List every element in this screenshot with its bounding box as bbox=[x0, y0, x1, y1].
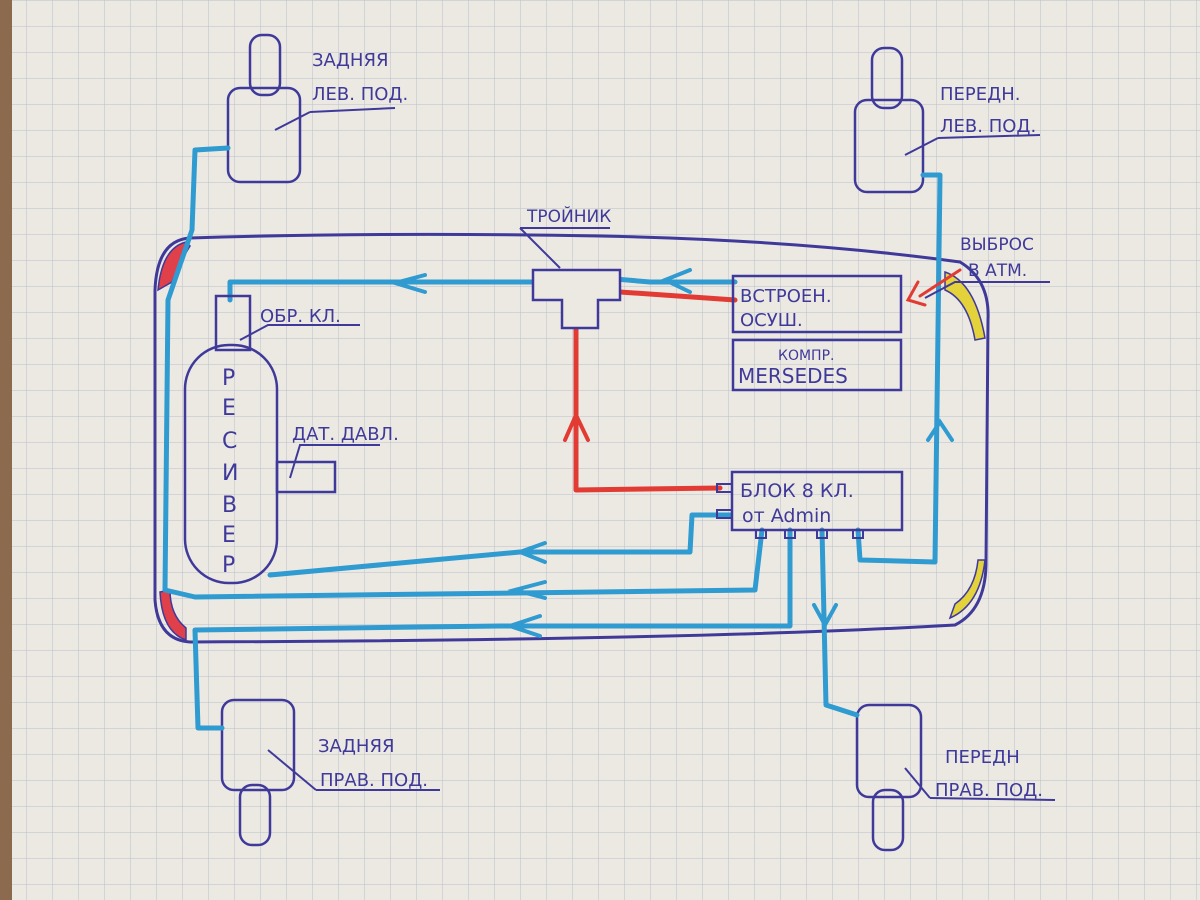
compressor-label-1: КОМПР. bbox=[778, 348, 834, 364]
leader-front-left bbox=[937, 134, 1041, 139]
valve-block-label-2: от Admin bbox=[742, 505, 831, 527]
front-left-air-bag bbox=[853, 46, 939, 194]
front-right-air-bag bbox=[855, 703, 931, 852]
pressure-sensor-label: ДАТ. ДАВЛ. bbox=[292, 424, 399, 445]
rear-right-fender-mark bbox=[159, 589, 187, 642]
front-left-label-1: ПЕРЕДН. bbox=[940, 84, 1020, 105]
receiver-letter: В bbox=[222, 493, 237, 518]
line-front-left bbox=[855, 172, 943, 565]
compressor-dryer-unit bbox=[731, 274, 903, 392]
exhaust-label-2: В АТМ. bbox=[968, 261, 1027, 281]
line-tee-to-check-valve bbox=[227, 279, 538, 303]
front-right-label-1: ПЕРЕДН bbox=[945, 747, 1020, 768]
line-compressor-to-tee bbox=[617, 289, 738, 303]
front-right-label-2: ПРАВ. ПОД. bbox=[935, 780, 1043, 801]
receiver-label: Р Е С И В Е Р bbox=[222, 366, 238, 578]
rear-right-label-1: ЗАДНЯЯ bbox=[318, 736, 394, 757]
rear-left-label-2: ЛЕВ. ПОД. bbox=[312, 84, 408, 105]
arrow-to-receiver-line bbox=[514, 541, 547, 564]
arrow-exhaust bbox=[905, 268, 962, 307]
front-right-fender-mark bbox=[948, 559, 986, 620]
line-receiver-to-block bbox=[267, 512, 733, 578]
air-flow-arrows bbox=[387, 268, 954, 638]
receiver-letter: С bbox=[222, 429, 237, 454]
receiver-letter: Е bbox=[222, 396, 236, 421]
line-tee-to-block bbox=[573, 325, 723, 493]
exhaust-label-1: ВЫБРОС bbox=[960, 235, 1034, 255]
receiver-letter: Е bbox=[222, 523, 236, 548]
receiver-letter: Р bbox=[222, 366, 235, 391]
rear-right-air-bag bbox=[220, 698, 317, 847]
line-rear-left bbox=[162, 145, 765, 600]
pressure-lines bbox=[573, 289, 738, 493]
line-dryer-to-tee bbox=[612, 276, 738, 285]
dryer-label-1: ВСТРОЕН. bbox=[740, 286, 832, 307]
line-front-right bbox=[819, 527, 860, 718]
arrow-rear-left-line bbox=[507, 580, 547, 600]
rear-left-label-1: ЗАДНЯЯ bbox=[312, 50, 388, 71]
air-lines bbox=[162, 145, 943, 731]
table-edge bbox=[0, 0, 12, 900]
arrow-to-check-valve bbox=[387, 273, 427, 294]
compressor-label-2: MERSEDES bbox=[738, 364, 848, 388]
receiver-tank bbox=[183, 294, 380, 585]
leader-rear-left bbox=[309, 107, 396, 113]
arrow-front-left-line bbox=[926, 418, 954, 442]
receiver-letter: И bbox=[222, 461, 238, 486]
tee-fitting bbox=[519, 227, 622, 330]
valve-block bbox=[716, 470, 904, 539]
arrow-front-right-line bbox=[812, 603, 838, 630]
arrow-from-dryer bbox=[660, 268, 692, 294]
rear-right-label-2: ПРАВ. ПОД. bbox=[320, 770, 428, 791]
front-left-label-2: ЛЕВ. ПОД. bbox=[940, 116, 1036, 137]
line-rear-right bbox=[192, 527, 793, 731]
car-body-outline bbox=[153, 232, 990, 644]
tee-label: ТРОЙНИК bbox=[526, 205, 611, 227]
receiver-letter: Р bbox=[222, 553, 235, 578]
leader-front-right bbox=[929, 797, 1056, 801]
leader-exhaust bbox=[924, 281, 1050, 299]
dryer-label-2: ОСУШ. bbox=[740, 310, 803, 331]
arrow-rear-right-line bbox=[503, 614, 542, 638]
check-valve-label: ОБР. КЛ. bbox=[260, 306, 341, 327]
valve-block-label-1: БЛОК 8 КЛ. bbox=[740, 480, 854, 502]
rear-left-air-bag bbox=[226, 33, 311, 184]
arrow-pressure-up bbox=[563, 410, 590, 442]
